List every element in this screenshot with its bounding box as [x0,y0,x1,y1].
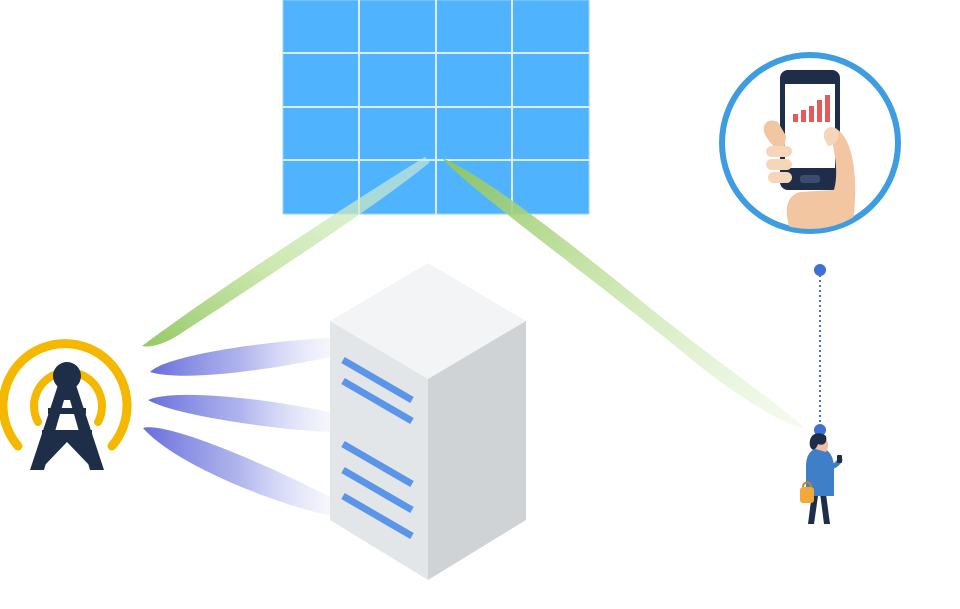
smartphone-in-hand-icon [719,52,901,234]
server-icon [330,263,526,580]
beam-panel-to-user [442,158,804,428]
server-stripe [341,377,414,425]
phone-chart-bar [809,106,814,122]
base-station-tower-icon [0,339,132,470]
phone-chart-bar [817,100,822,122]
phone-chart-bar [801,110,806,122]
user-person-icon [800,433,843,524]
server-stripe [341,466,414,514]
beam-tower-to-server-3 [143,427,335,516]
beam-tower-to-server-1 [150,338,335,376]
callout-line [814,264,826,436]
server-stripe [341,492,414,540]
beam-tower-to-panel [142,157,430,347]
server-stripe [341,440,414,488]
server-stripe [341,356,414,404]
phone-chart-bar [825,95,830,122]
ris-panel-icon [282,0,590,215]
beam-tower-to-server-2 [148,394,335,432]
phone-chart-bar [793,114,798,122]
